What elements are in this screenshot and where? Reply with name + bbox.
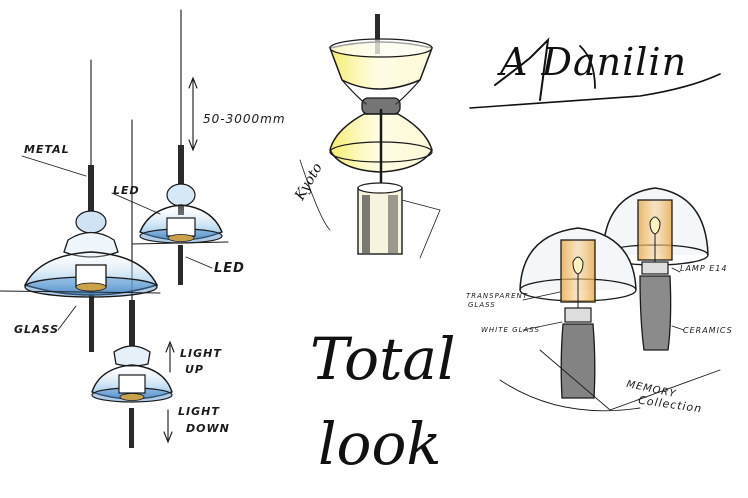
light-down-arrow [163, 409, 173, 444]
light-up-arrow [165, 340, 175, 373]
pendant-medium [131, 183, 229, 245]
kyoto-lamp [299, 14, 441, 259]
label-transparent-glass-1: TRANSPARENT [466, 292, 529, 300]
pendant-small [91, 345, 173, 403]
label-light-up-1: LIGHT [180, 347, 222, 360]
leader-metal [21, 155, 87, 177]
leader-led-top [111, 192, 161, 215]
label-lamp-e14: LAMP E14 [680, 264, 728, 273]
rod-1b [89, 292, 94, 352]
label-dimension: 50-3000mm [203, 112, 286, 126]
rod-1 [88, 165, 94, 235]
rod-3b [129, 408, 134, 448]
rod-2b [178, 245, 183, 285]
leader-glass [57, 305, 77, 331]
pendant-group-left [0, 9, 229, 448]
label-glass: GLASS [14, 323, 60, 336]
label-light-up-2: UP [185, 363, 204, 376]
label-led-right: LED [214, 261, 245, 276]
label-light-down-2: DOWN [186, 422, 230, 435]
signature-mark [469, 37, 721, 109]
heading-total: Total [310, 325, 456, 393]
label-white-glass: WHITE GLASS [481, 326, 540, 334]
rod-2 [178, 145, 184, 215]
label-transparent-glass-2: GLASS [468, 301, 496, 309]
rod-3 [129, 300, 135, 350]
pendant-large [0, 210, 161, 298]
label-led-top: LED [113, 184, 140, 197]
dimension-arrow [188, 76, 198, 152]
memory-lamps [499, 187, 721, 412]
signature: A Danilin [500, 40, 688, 84]
label-light-down-1: LIGHT [178, 405, 220, 418]
leader-led-right [185, 256, 213, 269]
heading-look: look [318, 410, 442, 478]
label-ceramics: CERAMICS [683, 326, 733, 335]
label-metal: METAL [24, 143, 70, 156]
